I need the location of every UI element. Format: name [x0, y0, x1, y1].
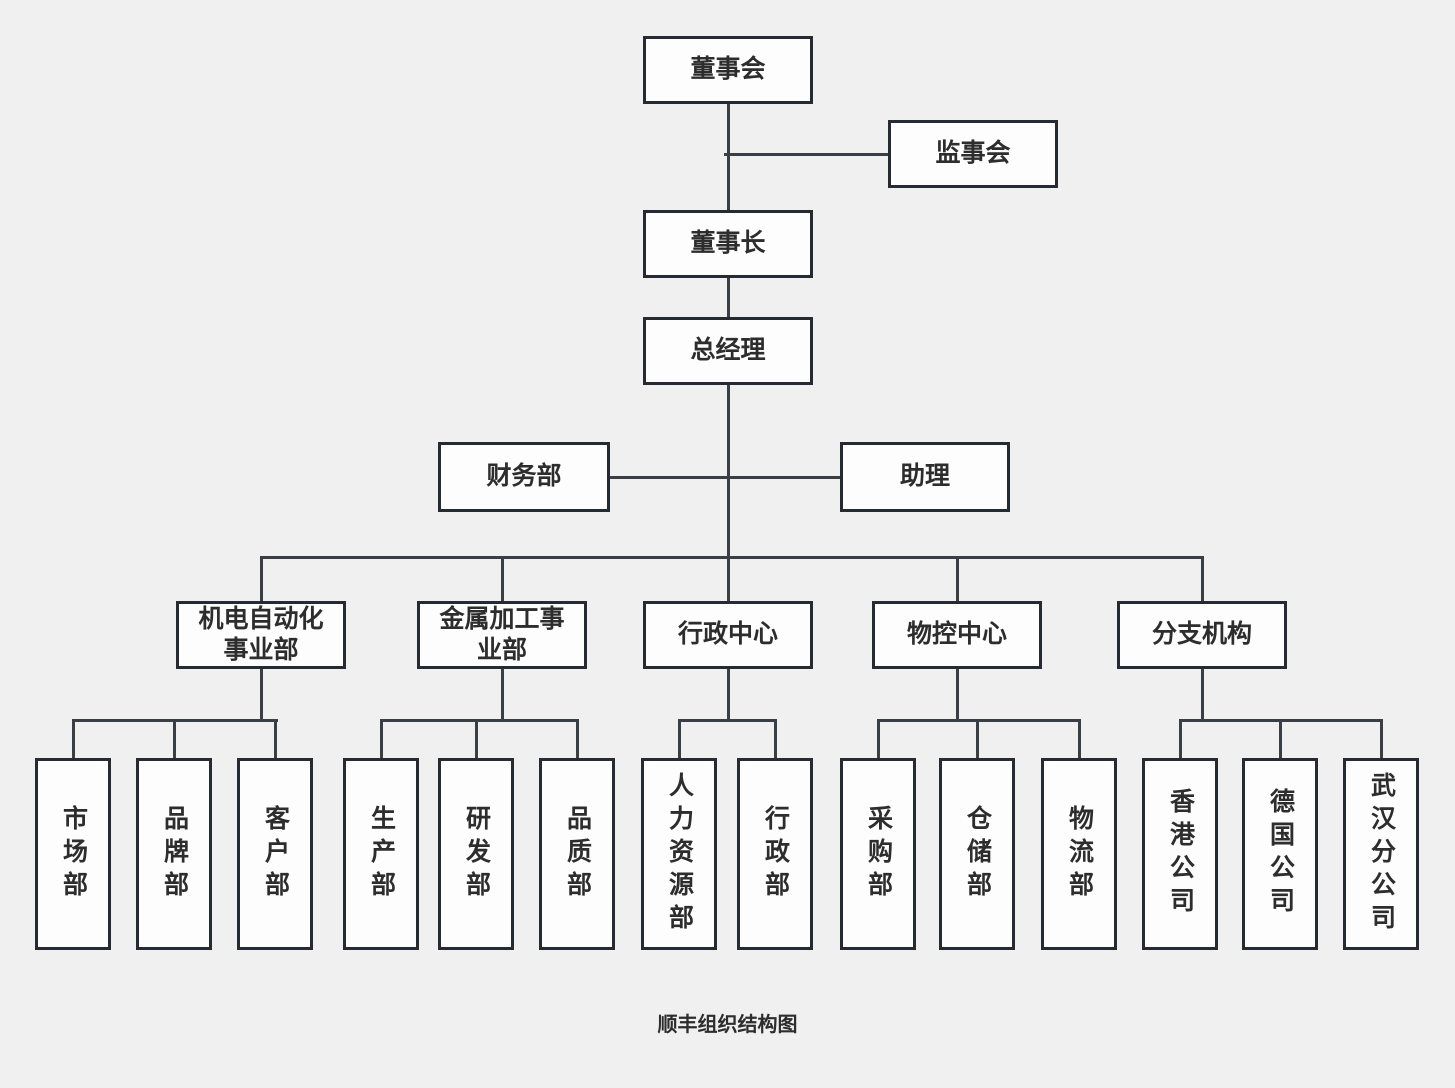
org-node-co-hongkong[interactable]: 香港公司	[1142, 758, 1218, 950]
connector-bus-div-material	[956, 556, 959, 601]
org-node-dept-production-label: 生产部	[367, 804, 396, 904]
org-node-supervisory[interactable]: 监事会	[888, 120, 1058, 188]
org-node-dept-customer[interactable]: 客户部	[237, 758, 313, 950]
org-node-div-branch-label: 分支机构	[1151, 620, 1252, 649]
org-node-div-branch[interactable]: 分支机构	[1117, 601, 1287, 669]
connector-drop-brand	[173, 719, 176, 758]
org-node-dept-logistics-label: 物流部	[1065, 804, 1094, 904]
org-node-co-wuhan-label: 武汉分公司	[1367, 771, 1396, 937]
org-node-dept-rd[interactable]: 研发部	[438, 758, 514, 950]
org-node-div-admin-center[interactable]: 行政中心	[643, 601, 813, 669]
org-node-dept-production[interactable]: 生产部	[343, 758, 419, 950]
org-node-finance[interactable]: 财务部	[438, 442, 610, 512]
org-node-dept-admin-label: 行政部	[761, 804, 790, 904]
org-node-co-wuhan[interactable]: 武汉分公司	[1343, 758, 1419, 950]
org-node-dept-quality-label: 品质部	[563, 804, 592, 904]
org-node-assistant[interactable]: 助理	[840, 442, 1010, 512]
connector-div-admin-drop	[727, 669, 730, 721]
connector-sub-bus-admin	[678, 719, 777, 722]
org-node-assistant-label: 助理	[899, 462, 950, 491]
org-node-co-germany-label: 德国公司	[1266, 788, 1295, 920]
org-node-dept-market-label: 市场部	[59, 804, 88, 904]
org-node-dept-rd-label: 研发部	[462, 804, 491, 904]
org-node-dept-hr-label: 人力资源部	[665, 771, 694, 937]
connector-drop-quality	[576, 719, 579, 758]
connector-chairman-gm	[727, 278, 730, 317]
connector-drop-rd	[475, 719, 478, 758]
org-node-div-mech-label: 机电自动化事业部	[198, 604, 324, 664]
org-node-dept-logistics[interactable]: 物流部	[1041, 758, 1117, 950]
connector-drop-production	[380, 719, 383, 758]
connector-finance-assistant	[610, 476, 840, 479]
connector-gm-trunk	[727, 385, 730, 601]
org-node-div-admin-center-label: 行政中心	[677, 620, 778, 649]
org-node-dept-brand-label: 品牌部	[160, 804, 189, 904]
org-node-dept-warehouse[interactable]: 仓储部	[939, 758, 1015, 950]
org-node-chairman[interactable]: 董事长	[643, 210, 813, 278]
org-node-dept-warehouse-label: 仓储部	[963, 804, 992, 904]
connector-drop-hongkong	[1179, 719, 1182, 758]
connector-bus-div-metal	[501, 556, 504, 601]
org-node-chairman-label: 董事长	[690, 229, 766, 258]
connector-div-metal-drop	[501, 669, 504, 721]
connector-div-mech-drop	[260, 669, 263, 721]
connector-main-bus	[260, 556, 1204, 559]
connector-supervisory-link	[724, 153, 888, 156]
org-node-div-metal[interactable]: 金属加工事业部	[417, 601, 587, 669]
connector-drop-logistics	[1078, 719, 1081, 758]
org-node-board-label: 董事会	[690, 55, 766, 84]
connector-drop-customer	[274, 719, 277, 758]
org-node-div-mech[interactable]: 机电自动化事业部	[176, 601, 346, 669]
org-node-dept-purchasing[interactable]: 采购部	[840, 758, 916, 950]
org-node-finance-label: 财务部	[486, 462, 562, 491]
connector-sub-bus-material	[877, 719, 1081, 722]
connector-div-branch-drop	[1201, 669, 1204, 721]
org-node-div-metal-label: 金属加工事业部	[439, 604, 565, 664]
connector-drop-hr	[678, 719, 681, 758]
connector-bus-div-mech	[260, 556, 263, 601]
org-node-supervisory-label: 监事会	[935, 139, 1011, 168]
connector-div-material-drop	[956, 669, 959, 721]
org-node-co-hongkong-label: 香港公司	[1166, 788, 1195, 920]
org-node-div-material-label: 物控中心	[906, 620, 1007, 649]
connector-drop-warehouse	[976, 719, 979, 758]
org-node-dept-purchasing-label: 采购部	[864, 804, 893, 904]
connector-drop-admin	[774, 719, 777, 758]
connector-bus-div-branch	[1201, 556, 1204, 601]
connector-drop-market	[72, 719, 75, 758]
org-node-co-germany[interactable]: 德国公司	[1242, 758, 1318, 950]
connector-board-chairman	[727, 104, 730, 210]
org-node-dept-admin[interactable]: 行政部	[737, 758, 813, 950]
org-node-dept-quality[interactable]: 品质部	[539, 758, 615, 950]
org-node-dept-customer-label: 客户部	[261, 804, 290, 904]
org-node-board[interactable]: 董事会	[643, 36, 813, 104]
org-node-dept-hr[interactable]: 人力资源部	[641, 758, 717, 950]
org-node-dept-brand[interactable]: 品牌部	[136, 758, 212, 950]
org-node-gm[interactable]: 总经理	[643, 317, 813, 385]
connector-drop-wuhan	[1380, 719, 1383, 758]
connector-sub-bus-metal	[380, 719, 579, 722]
org-node-gm-label: 总经理	[690, 336, 766, 365]
org-node-div-material[interactable]: 物控中心	[872, 601, 1042, 669]
connector-drop-germany	[1279, 719, 1282, 758]
connector-drop-purchasing	[877, 719, 880, 758]
org-node-dept-market[interactable]: 市场部	[35, 758, 111, 950]
chart-caption: 顺丰组织结构图	[657, 1014, 798, 1036]
